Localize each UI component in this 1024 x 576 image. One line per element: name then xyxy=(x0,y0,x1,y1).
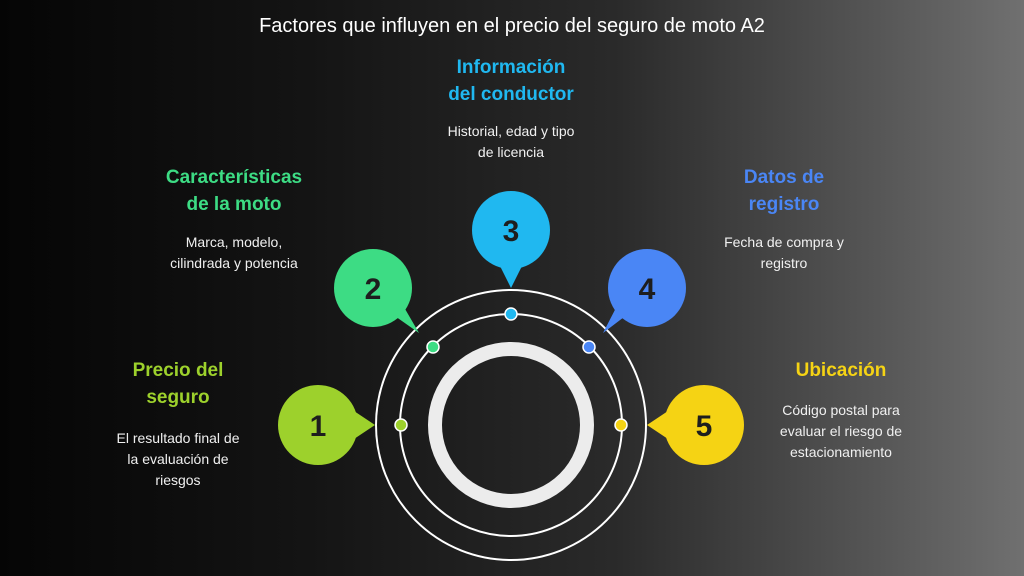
factor-desc-5-line-3: estacionamiento xyxy=(790,444,892,460)
factor-heading-5-line-1: Ubicación xyxy=(795,360,887,381)
factor-desc-4: Fecha de compra y registro xyxy=(684,232,884,274)
factor-desc-5-line-1: Código postal para xyxy=(782,402,900,418)
factor-heading-2-line-2: de la moto xyxy=(186,194,282,215)
factor-desc-3: Historial, edad y tipo de licencia xyxy=(411,121,611,163)
factor-number-2: 2 xyxy=(365,273,382,306)
factor-heading-3-line-2: del conductor xyxy=(448,84,574,105)
factor-heading-4: Datos de registro xyxy=(684,164,884,218)
factor-heading-1-line-2: seguro xyxy=(146,387,210,408)
marker-dot-2 xyxy=(426,340,440,354)
factor-desc-4-line-2: registro xyxy=(760,255,808,271)
factor-desc-1-line-2: la evaluación de xyxy=(127,451,229,467)
inner-thick-ring xyxy=(428,342,594,508)
factor-heading-2: Características de la moto xyxy=(134,164,334,218)
factor-desc-5-line-2: evaluar el riesgo de xyxy=(779,423,903,439)
factor-heading-2-line-1: Características xyxy=(165,167,303,188)
factor-heading-3-line-1: Información xyxy=(456,57,566,78)
factor-number-4: 4 xyxy=(639,273,656,306)
factor-number-3: 3 xyxy=(503,215,520,248)
factor-desc-1-line-1: El resultado final de xyxy=(116,430,240,446)
factor-bubble-5: 5 xyxy=(647,385,744,465)
factor-desc-1: El resultado final de la evaluación de r… xyxy=(78,428,278,491)
marker-dot-3 xyxy=(504,307,518,321)
factor-number-1: 1 xyxy=(310,410,327,443)
factor-desc-4-line-1: Fecha de compra y xyxy=(724,234,844,250)
marker-dot-5 xyxy=(614,418,628,432)
factor-heading-5: Ubicación xyxy=(741,357,941,384)
factor-desc-2: Marca, modelo, cilindrada y potencia xyxy=(134,232,334,274)
factor-heading-1-line-1: Precio del xyxy=(132,360,224,381)
marker-dot-4 xyxy=(582,340,596,354)
factor-bubble-2: 2 xyxy=(334,249,419,333)
factor-bubble-1: 1 xyxy=(278,385,375,465)
factor-heading-4-line-1: Datos de xyxy=(743,167,825,188)
factor-desc-3-line-2: de licencia xyxy=(477,144,545,160)
factor-bubble-3: 3 xyxy=(472,191,550,288)
outer-ring xyxy=(375,289,647,561)
factor-desc-5: Código postal para evaluar el riesgo de … xyxy=(741,400,941,463)
diagram-title: Factores que influyen en el precio del s… xyxy=(259,15,765,37)
factor-desc-2-line-1: Marca, modelo, xyxy=(185,234,283,250)
factor-bubble-4: 4 xyxy=(603,249,686,333)
marker-dot-1 xyxy=(394,418,408,432)
factor-heading-1: Precio del seguro xyxy=(78,357,278,411)
factor-heading-4-line-2: registro xyxy=(748,194,820,215)
factor-desc-2-line-2: cilindrada y potencia xyxy=(170,255,298,271)
factor-heading-3: Información del conductor xyxy=(411,54,611,108)
factor-desc-1-line-3: riesgos xyxy=(155,472,201,488)
factor-desc-3-line-1: Historial, edad y tipo xyxy=(447,123,575,139)
factor-number-5: 5 xyxy=(696,410,713,443)
